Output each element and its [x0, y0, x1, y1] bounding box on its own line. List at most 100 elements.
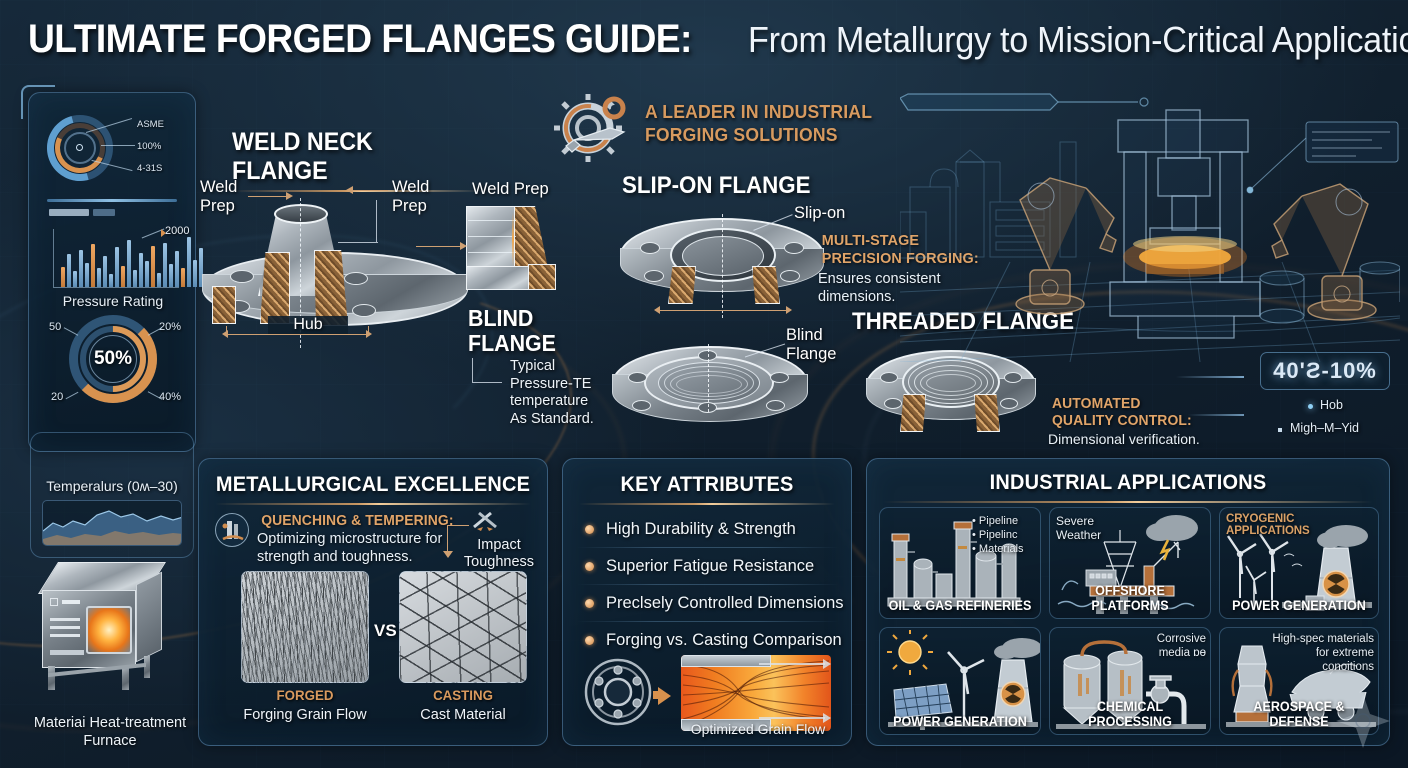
offshore-caption: OFFSHORE PLATFORMS	[1091, 583, 1169, 613]
slip-on-title: SLIP-ON FLANGE	[622, 172, 811, 199]
process-arrow-stem	[653, 691, 663, 699]
gear-wrench-icon	[552, 92, 636, 162]
pressure-bar	[79, 249, 83, 287]
refinery-note-1: Pipeline	[978, 515, 1019, 527]
pressure-bar	[151, 245, 155, 287]
threaded-flange-title: THREADED FLANGE	[852, 308, 1074, 335]
key-attribute-label: Forging vs. Casting Comparison	[606, 630, 842, 649]
gauge-label-asme: ASME	[137, 119, 164, 130]
scene-wireframe	[900, 93, 1400, 362]
cast-microstructure-swatch	[399, 571, 527, 683]
pressure-bar	[91, 244, 95, 287]
industrial-applications-panel: INDUSTRIAL APPLICATIONS	[866, 458, 1390, 746]
hud-bullet-1-icon	[1308, 404, 1313, 409]
multistage-body-2: dimensions.	[818, 289, 896, 305]
cryogenic-note: CRYOGENIC APPLICATIONS	[1226, 513, 1310, 537]
aerospace-note-2: for extreme conoitions	[1315, 647, 1374, 673]
pressure-bar	[157, 272, 161, 287]
application-cell-power-bottom: POWER GENERATION	[879, 627, 1041, 735]
bullet-dot-icon	[585, 561, 594, 571]
multistage-forging-note: MULTI-STAGE PRECISION FORGING: Ensures c…	[818, 232, 1008, 306]
refineries-caption: OIL & GAS REFINERIES	[888, 598, 1032, 613]
donut-label-br: 40%	[159, 391, 182, 403]
key-attribute-label: Preclsely Controlled Dimensions	[606, 593, 844, 612]
weld-neck-flange-drawing	[196, 198, 496, 350]
hud-connector-2	[1188, 414, 1244, 416]
application-cell-chemical: Corrosive media ɒɵ CHEMICAL PROCESSING	[1049, 627, 1211, 735]
donut-center-value: 50%	[93, 348, 133, 369]
list-separator	[577, 621, 839, 622]
badge-line-2: FORGING SOLUTIONS	[645, 124, 838, 145]
impact-arrow-top	[447, 525, 469, 527]
applications-title: INDUSTRIAL APPLICATIONS	[989, 471, 1267, 494]
gauge-leader-2	[101, 145, 135, 146]
page-title-strong: ULTIMATE FORGED FLANGES GUIDE:	[28, 17, 692, 61]
list-separator	[577, 584, 839, 585]
vs-label: VS	[374, 621, 397, 640]
offshore-notes: Severe Weather	[1056, 514, 1101, 542]
pressure-bar	[127, 239, 131, 287]
forged-caption-sub: Forging Grain Flow	[243, 707, 367, 723]
multistage-head-2: PRECISION FORGING:	[821, 250, 979, 267]
chemical-note-1: Corrosive	[1156, 633, 1206, 645]
key-attributes-panel: KEY ATTRIBUTES High Durability & Strengt…	[562, 458, 852, 746]
grain-flow-caption: Optimized Grain Flow	[690, 721, 826, 737]
gauge-label-percent: 100%	[137, 141, 162, 152]
pressure-bar	[133, 269, 137, 287]
qc-head-2: QUALITY CONTROL:	[1052, 413, 1192, 429]
temperature-area-chart	[42, 500, 182, 546]
weld-prep-detail-section	[466, 206, 562, 298]
impact-hammer-icon	[471, 509, 499, 533]
hud-readout-chip: 40'Ƨ-10%	[1260, 352, 1390, 390]
blind-flange-title: BLIND FLANGE	[468, 305, 556, 356]
application-cell-refineries: • Pipeline • Pipelinc • Materials OIL & …	[879, 507, 1041, 619]
quench-body-2: strength and toughness.	[257, 549, 413, 565]
metallurgy-title: METALLURGICAL EXCELLENCE	[215, 473, 531, 496]
metrics-sidebar-panel: ASME 100% 4-31S 2000 Pressure Rating 50%…	[21, 85, 203, 452]
metallurgical-excellence-panel: METALLURGICAL EXCELLENCE QUENCHING & TEM…	[198, 458, 548, 746]
temperature-area-svg	[43, 510, 181, 545]
pressure-bar	[103, 255, 107, 287]
chemical-note-2: media ɒɵ	[1158, 647, 1206, 659]
page-header: ULTIMATE FORGED FLANGES GUIDE:From Metal…	[28, 14, 1408, 70]
pressure-bar-chart: 2000	[49, 225, 203, 293]
offshore-note-2: Weather	[1056, 528, 1102, 542]
grain-arrow-bottom	[759, 717, 825, 719]
hud-bullet-2-icon	[1278, 428, 1282, 432]
pressure-bar	[145, 261, 149, 287]
key-attribute-item: Superior Fatigue Resistance	[563, 548, 853, 584]
grain-flow-diagram	[681, 655, 831, 731]
aerospace-caption: AEROSPACE & DEFENSE	[1253, 699, 1345, 729]
pressure-bar	[115, 247, 119, 287]
flange-ring-icon	[583, 657, 653, 727]
bullet-dot-icon	[585, 524, 594, 534]
quench-temper-callout: QUENCHING & TEMPERING: Optimizing micros…	[257, 513, 467, 566]
bar-chart-peak-label: 2000	[165, 225, 190, 237]
temperature-chart-caption: Temperalurs (0ʍ–30)	[46, 478, 178, 494]
impact-arrow-head	[443, 551, 453, 558]
multistage-head-1: MULTI-STAGE	[821, 232, 920, 249]
efficiency-donut-gauge: 50%	[66, 312, 160, 406]
hud-slider-track	[47, 199, 177, 202]
automated-qc-note: AUTOMATED QUALITY CONTROL: Dimensional v…	[1048, 396, 1248, 448]
hub-dimension-label: Hub	[268, 316, 348, 334]
impact-label-1: Impact	[477, 537, 521, 553]
pressure-bar	[187, 237, 191, 287]
slip-on-callout: Slip-on	[794, 204, 846, 222]
impact-label-2: Toughness	[463, 554, 535, 570]
key-attribute-item: High Durability & Strength	[563, 511, 853, 547]
key-attribute-label: High Durability & Strength	[606, 519, 796, 538]
chemical-caption: CHEMICAL PROCESSING	[1088, 699, 1172, 729]
impact-arrow-stem	[447, 525, 449, 551]
asme-ring-gauge	[34, 102, 126, 194]
pressure-bar	[73, 271, 77, 287]
refinery-note-3: Materials	[978, 543, 1024, 555]
application-cell-offshore: Severe Weather OFFSHORE PLATFORMS	[1049, 507, 1211, 619]
offshore-note-1: Severe	[1056, 514, 1095, 528]
pressure-bar	[163, 242, 167, 287]
